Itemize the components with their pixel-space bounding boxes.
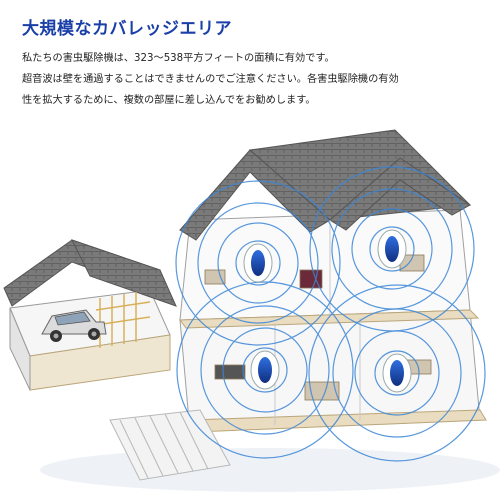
house-illustration (3, 129, 500, 492)
description: 私たちの害虫駆除機は、323〜538平方フィートの面積に有効です。 超音波は壁を… (22, 48, 490, 111)
ultrasonic-repeller-device-icon (243, 229, 412, 393)
sound-wave-ring-icon (175, 166, 486, 462)
headline: 大規模なカバレッジエリア (22, 19, 232, 39)
car-icon (41, 309, 107, 342)
description-line-1: 私たちの害虫駆除機は、323〜538平方フィートの面積に有効です。 (22, 53, 335, 64)
description-line-3: 性を拡大するために、複数の部屋に差し込んでをお勧めします。 (22, 95, 316, 106)
deck (109, 409, 231, 481)
description-line-2: 超音波は壁を通過することはできませんのでご注意ください。各害虫駆除機の有効 (22, 74, 399, 85)
